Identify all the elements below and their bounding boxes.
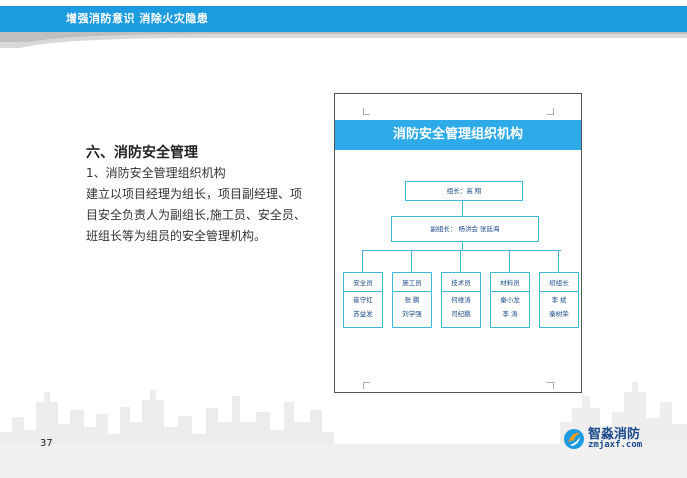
connector <box>362 250 561 251</box>
member-name: 秦树荣 <box>549 310 569 318</box>
member-name: 何维涛 <box>451 296 471 304</box>
deputy-box: 副组长： 杨洪会 张廷海 <box>391 216 539 242</box>
crop-mark <box>547 382 554 389</box>
section-body: 建立以项目经理为组长，项目副经理、项目安全负责人为副组长,施工员、安全员、班组长… <box>86 187 306 243</box>
member-name: 李 斌 <box>551 296 567 304</box>
section-subtitle: 1、消防安全管理组织机构 <box>86 166 226 180</box>
member-name: 苏益发 <box>353 310 373 318</box>
member-role: 安全员 <box>344 278 382 292</box>
city-skyline <box>0 382 687 478</box>
member-name: 秦小龙 <box>500 296 520 304</box>
logo-url: zmjaxf.com <box>588 440 643 450</box>
section-title: 六、消防安全管理 <box>86 145 198 161</box>
logo-name: 智淼消防 <box>588 427 641 442</box>
connector <box>509 251 510 272</box>
connector <box>558 251 559 272</box>
flame-logo-icon <box>564 429 584 449</box>
member-box: 技术员何维涛司纪鹏 <box>441 272 481 328</box>
org-chart-title: 消防安全管理组织机构 <box>335 120 581 150</box>
member-box: 施工员张 鹏刘学强 <box>392 272 432 328</box>
header-swoosh <box>0 32 687 48</box>
connector <box>462 200 463 216</box>
member-name: 崔守红 <box>353 296 373 304</box>
connector <box>462 241 463 250</box>
member-name: 司纪鹏 <box>451 310 471 318</box>
crop-mark <box>363 108 370 115</box>
header-bar: 增强消防意识 消除火灾隐患 <box>0 6 687 32</box>
crop-mark <box>363 382 370 389</box>
member-role: 技术员 <box>442 278 480 292</box>
connector <box>411 251 412 272</box>
page-number: 37 <box>40 438 53 449</box>
connector <box>460 251 461 272</box>
leader-box: 组长：高 翔 <box>405 181 523 201</box>
header-slogan: 增强消防意识 消除火灾隐患 <box>66 12 209 25</box>
member-name: 李 涛 <box>502 310 518 318</box>
member-box: 材料员秦小龙李 涛 <box>490 272 530 328</box>
brand-logo: 智淼消防 zmjaxf.com <box>562 423 682 459</box>
member-role: 班组长 <box>540 278 578 292</box>
member-box: 班组长李 斌秦树荣 <box>539 272 579 328</box>
org-chart-frame: 消防安全管理组织机构 组长：高 翔 副组长： 杨洪会 张廷海 安全员崔守红苏益发… <box>334 93 582 393</box>
member-name: 刘学强 <box>402 310 422 318</box>
member-role: 材料员 <box>491 278 529 292</box>
member-role: 施工员 <box>393 278 431 292</box>
crop-mark <box>547 108 554 115</box>
member-name: 张 鹏 <box>404 296 420 304</box>
member-box: 安全员崔守红苏益发 <box>343 272 383 328</box>
connector <box>362 251 363 272</box>
